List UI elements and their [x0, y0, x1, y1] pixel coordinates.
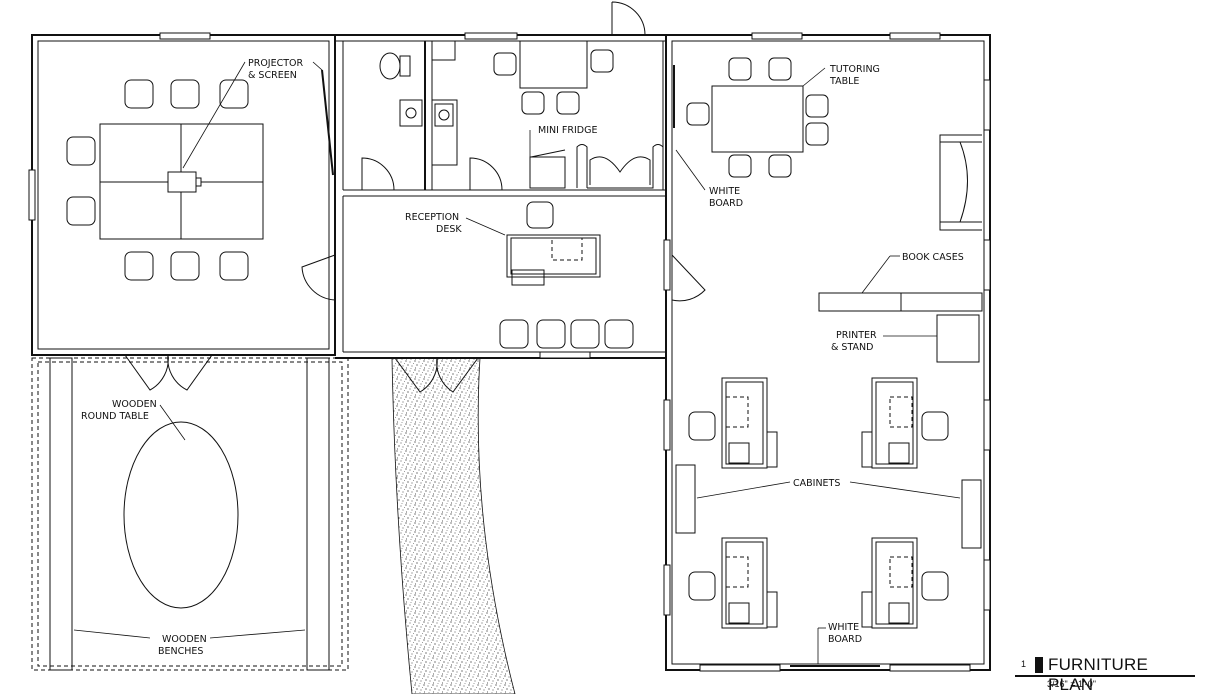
bathroom — [379, 52, 423, 127]
book-case-1 — [818, 292, 902, 312]
title-marker — [1035, 657, 1043, 673]
bathroom-sink — [399, 99, 423, 127]
printer-stand — [936, 314, 980, 363]
right-couch — [939, 134, 982, 231]
cabinet-left — [675, 464, 696, 534]
projector-screen — [321, 69, 334, 176]
round-table-label: WOODEN — [112, 399, 157, 410]
drawing-scale: 3/16" = 1'-0" — [1047, 679, 1096, 689]
toilet — [379, 52, 401, 80]
gravel-path — [391, 357, 516, 694]
benches-label: WOODEN — [162, 634, 207, 645]
workstation-3 — [688, 537, 778, 629]
round-table-label-2: ROUND TABLE — [81, 411, 149, 422]
projector-icon — [167, 171, 197, 193]
mini-fridge-label: MINI FRIDGE — [538, 125, 597, 136]
tutoring-label-2: TABLE — [829, 76, 859, 87]
reception-label: RECEPTION — [405, 212, 459, 223]
book-cases-label: BOOK CASES — [902, 252, 964, 263]
cabinet-right — [961, 479, 982, 549]
courtyard: WOODEN ROUND TABLE WOODEN BENCHES — [49, 357, 330, 671]
reception-desk — [506, 234, 601, 278]
workstation-4 — [861, 537, 949, 629]
workstation-1 — [688, 377, 778, 469]
title-underline — [1015, 675, 1195, 677]
white-board-bottom-label: WHITE — [828, 622, 859, 633]
workstation-2 — [861, 377, 949, 469]
conference-chairs — [66, 79, 249, 281]
printer-label: PRINTER — [836, 330, 877, 341]
title-block: 1 FURNITURE PLAN 3/16" = 1'-0" — [1015, 655, 1195, 694]
wooden-bench-left — [49, 357, 73, 671]
doors — [124, 1, 706, 393]
kitchen: MINI FRIDGE — [431, 40, 664, 189]
kitchen-couch — [576, 144, 664, 189]
printer-label-2: & STAND — [831, 342, 873, 353]
cabinets: CABINETS — [675, 464, 982, 549]
tutoring-room: TUTORING TABLE WHITE BOARD BOOK CASES PR… — [673, 57, 983, 363]
drawing-number: 1 — [1021, 659, 1027, 669]
tutoring-table — [711, 85, 804, 153]
mini-fridge — [529, 156, 566, 189]
projector-label: PROJECTOR — [248, 58, 304, 69]
kitchen-table — [519, 40, 588, 89]
wooden-round-table — [123, 421, 239, 609]
book-case-2 — [900, 292, 983, 312]
drawing-title: FURNITURE PLAN — [1048, 655, 1149, 694]
reception: RECEPTION DESK — [405, 201, 634, 349]
white-board-bottom-label-2: BOARD — [828, 634, 862, 645]
white-board-top-label: WHITE — [709, 186, 740, 197]
conference-room: PROJECTOR & SCREEN — [66, 58, 334, 281]
reception-label-2: DESK — [436, 224, 462, 235]
white-board-top-label-2: BOARD — [709, 198, 743, 209]
wooden-bench-right — [306, 357, 330, 671]
projector-label-2: & SCREEN — [248, 70, 297, 81]
benches-label-2: BENCHES — [158, 646, 203, 657]
walls — [28, 32, 991, 672]
cabinets-label: CABINETS — [793, 478, 840, 489]
tutoring-label: TUTORING — [829, 64, 880, 75]
